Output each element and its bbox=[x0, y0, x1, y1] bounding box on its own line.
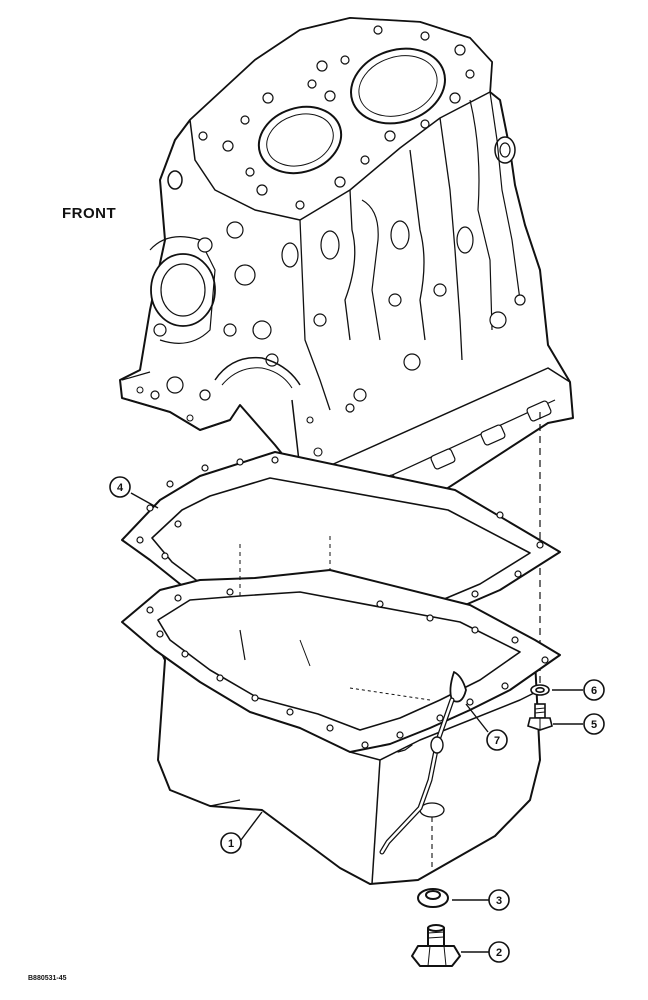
callout-5: 5 bbox=[583, 713, 605, 735]
callout-number: 4 bbox=[117, 482, 124, 494]
lock-washer bbox=[530, 684, 550, 696]
callout-number: 3 bbox=[496, 895, 502, 907]
callout-7: 7 bbox=[486, 729, 508, 751]
drain-plug-washer bbox=[417, 888, 449, 908]
callout-1: 1 bbox=[220, 832, 242, 854]
callout-3: 3 bbox=[488, 889, 510, 911]
drain-plug bbox=[411, 924, 461, 967]
callout-6: 6 bbox=[583, 679, 605, 701]
callout-number: 7 bbox=[494, 735, 500, 747]
callout-number: 1 bbox=[228, 838, 234, 850]
engine-block bbox=[119, 17, 574, 533]
drawing-code: B880531-45 bbox=[28, 975, 67, 982]
callout-number: 2 bbox=[496, 947, 502, 959]
callout-4: 4 bbox=[109, 476, 131, 498]
oil-pickup-tube bbox=[379, 671, 467, 855]
callout-number: 6 bbox=[591, 685, 597, 697]
bolt bbox=[527, 703, 553, 731]
callout-number: 5 bbox=[591, 719, 597, 731]
callout-2: 2 bbox=[488, 941, 510, 963]
front-label: FRONT bbox=[62, 205, 117, 222]
